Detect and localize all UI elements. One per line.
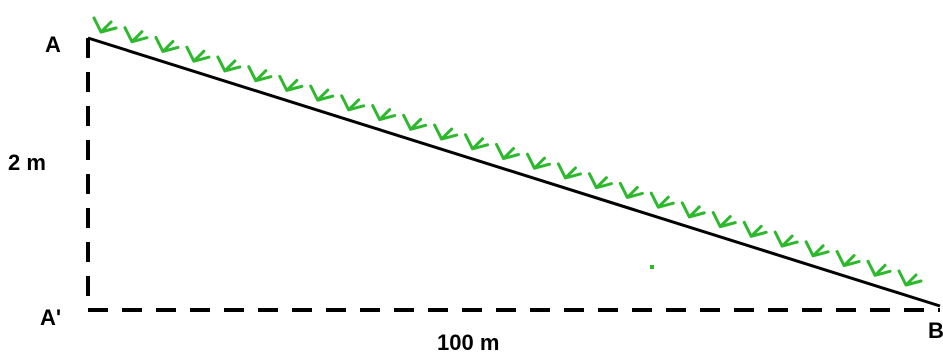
grass-tuft-icon: [402, 113, 428, 131]
grass-tuft-icon: [773, 230, 799, 248]
vertex-label-a-prime: A': [40, 305, 61, 330]
grass-tuft-icon: [804, 240, 830, 258]
vertex-label-a: A: [45, 32, 61, 57]
height-label: 2 m: [8, 150, 46, 175]
grass-tuft-icon: [680, 201, 706, 219]
grass-tuft-icon: [433, 123, 459, 141]
vertex-label-b: B: [928, 318, 943, 343]
grass-tuft-icon: [92, 16, 118, 34]
grass-tuft-icon: [371, 104, 397, 122]
grass-tuft-icon: [866, 259, 892, 277]
stray-dot: [650, 265, 654, 269]
grass-tuft-icon: [340, 94, 366, 112]
grass-tuft-icon: [742, 220, 768, 238]
grass-tuft-icon: [711, 211, 737, 229]
grass-tuft-icon: [309, 84, 335, 102]
grass-tuft-icon: [185, 45, 211, 63]
grass-tuft-icon: [649, 191, 675, 209]
grass-tuft-icon: [495, 143, 520, 160]
grass-tuft-icon: [247, 65, 273, 83]
grass-tuft-icon: [154, 35, 180, 53]
base-label: 100 m: [437, 330, 499, 353]
grass-tuft-icon: [618, 181, 644, 199]
grass-tuft-icon: [556, 162, 582, 180]
grass-tuft-icon: [123, 26, 149, 44]
grass-tuft-icon: [464, 133, 490, 151]
grass-tuft-icon: [897, 269, 923, 287]
grass-layer: [92, 16, 923, 287]
grass-tuft-icon: [216, 55, 242, 73]
slope-line: [87, 36, 941, 308]
grass-tuft-icon: [525, 152, 551, 170]
grass-tuft-icon: [587, 172, 613, 190]
grass-tuft-icon: [278, 74, 304, 92]
grass-tuft-icon: [835, 250, 861, 268]
